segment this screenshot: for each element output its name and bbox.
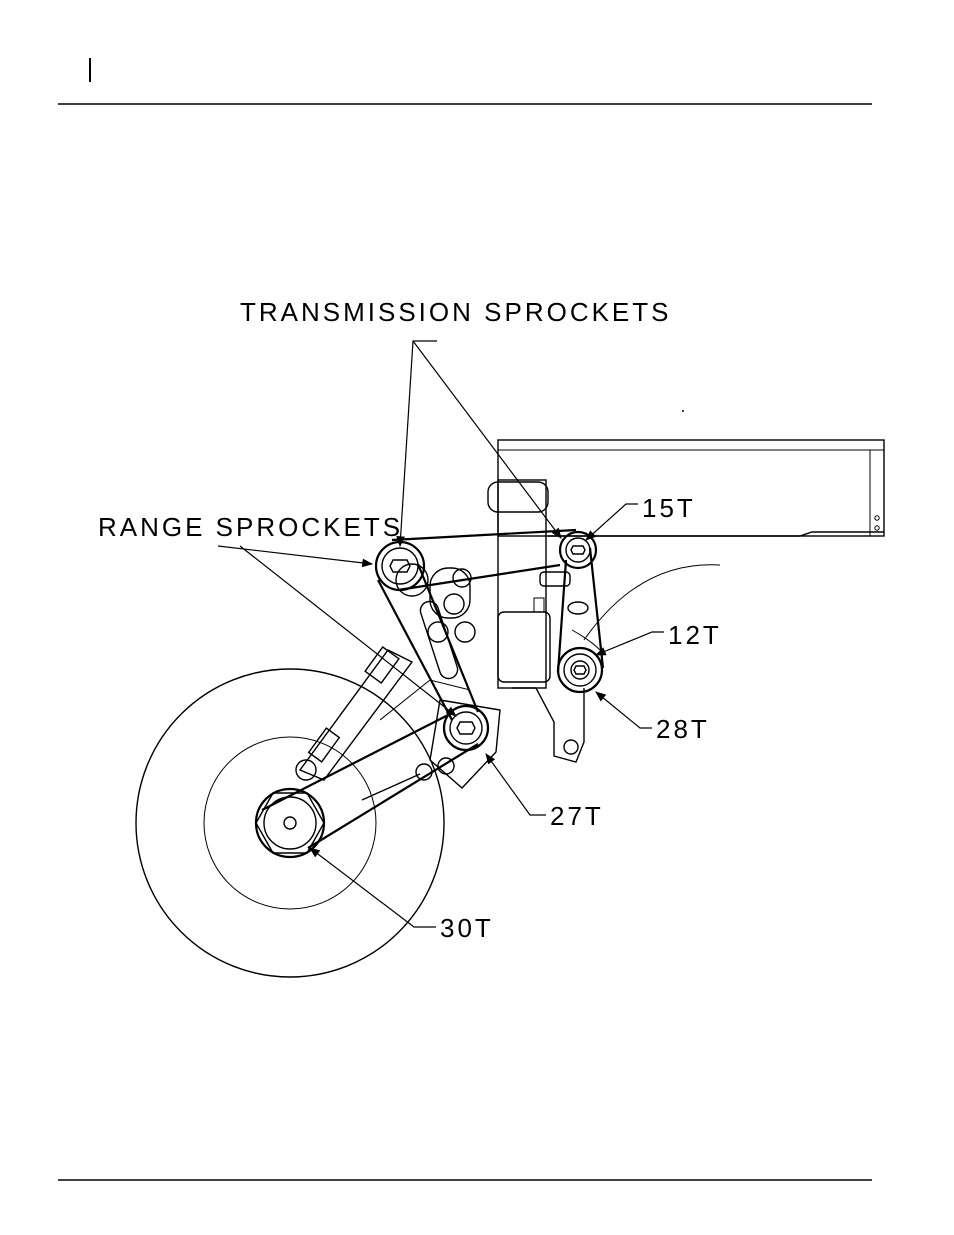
reference-dot [682,410,684,412]
label-28t: 28T [656,714,710,744]
page-header [58,58,872,104]
gauge-wheel [136,669,444,977]
label-15t: 15T [642,493,696,523]
idler-assembly [418,568,570,681]
label-30t: 30T [440,913,494,943]
range-chain [262,564,478,848]
label-27t: 27T [550,801,604,831]
sprocket-15t [560,532,596,568]
leader-lines [218,341,664,927]
transmission-sprockets-label: TRANSMISSION SPROCKETS [240,297,672,327]
sprocket-12t-28t [558,648,602,692]
range-sprockets-label: RANGE SPROCKETS [98,512,403,542]
label-12t: 12T [668,620,722,650]
sprocket-27t [430,700,500,788]
